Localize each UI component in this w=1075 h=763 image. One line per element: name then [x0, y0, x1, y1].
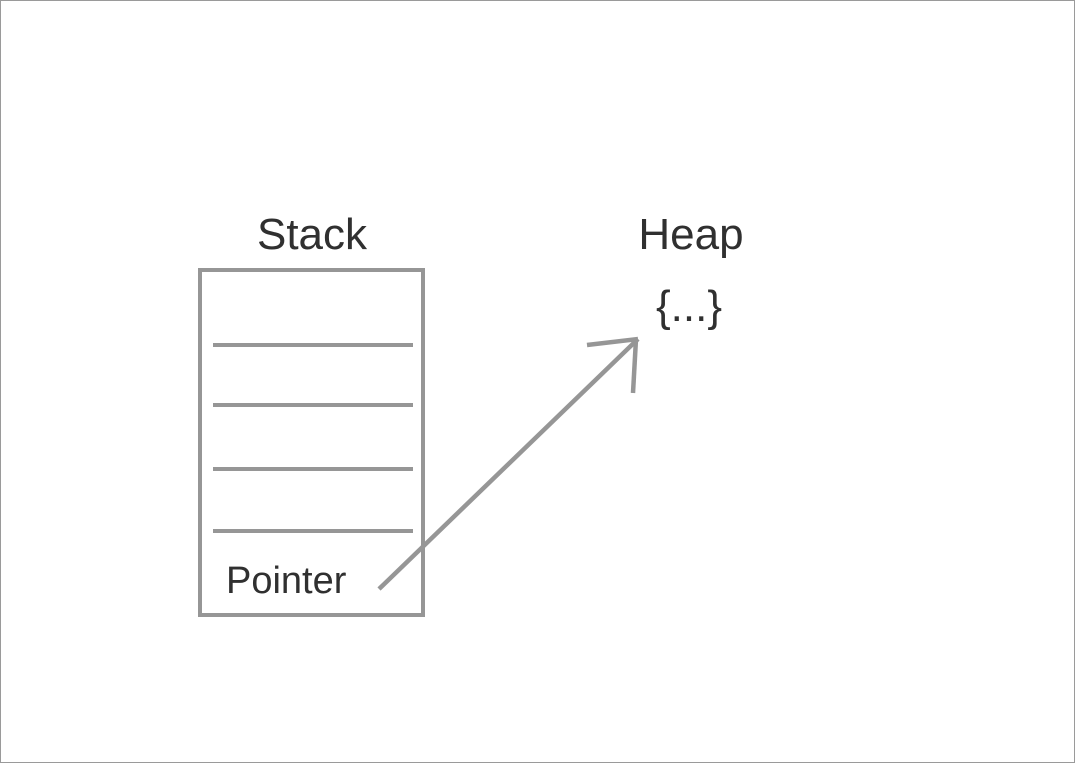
pointer-to-heap-arrowhead-left-barb [586, 336, 639, 348]
stack-title: Stack [257, 210, 368, 259]
heap-contents-label: {...} [656, 282, 722, 331]
pointer-to-heap-arrowhead-right-barb [630, 338, 639, 394]
stack-pointer-label: Pointer [226, 560, 347, 602]
stack-box [198, 268, 425, 617]
pointer-to-heap-arrow-shaft [377, 337, 640, 591]
heap-title: Heap [638, 210, 743, 259]
